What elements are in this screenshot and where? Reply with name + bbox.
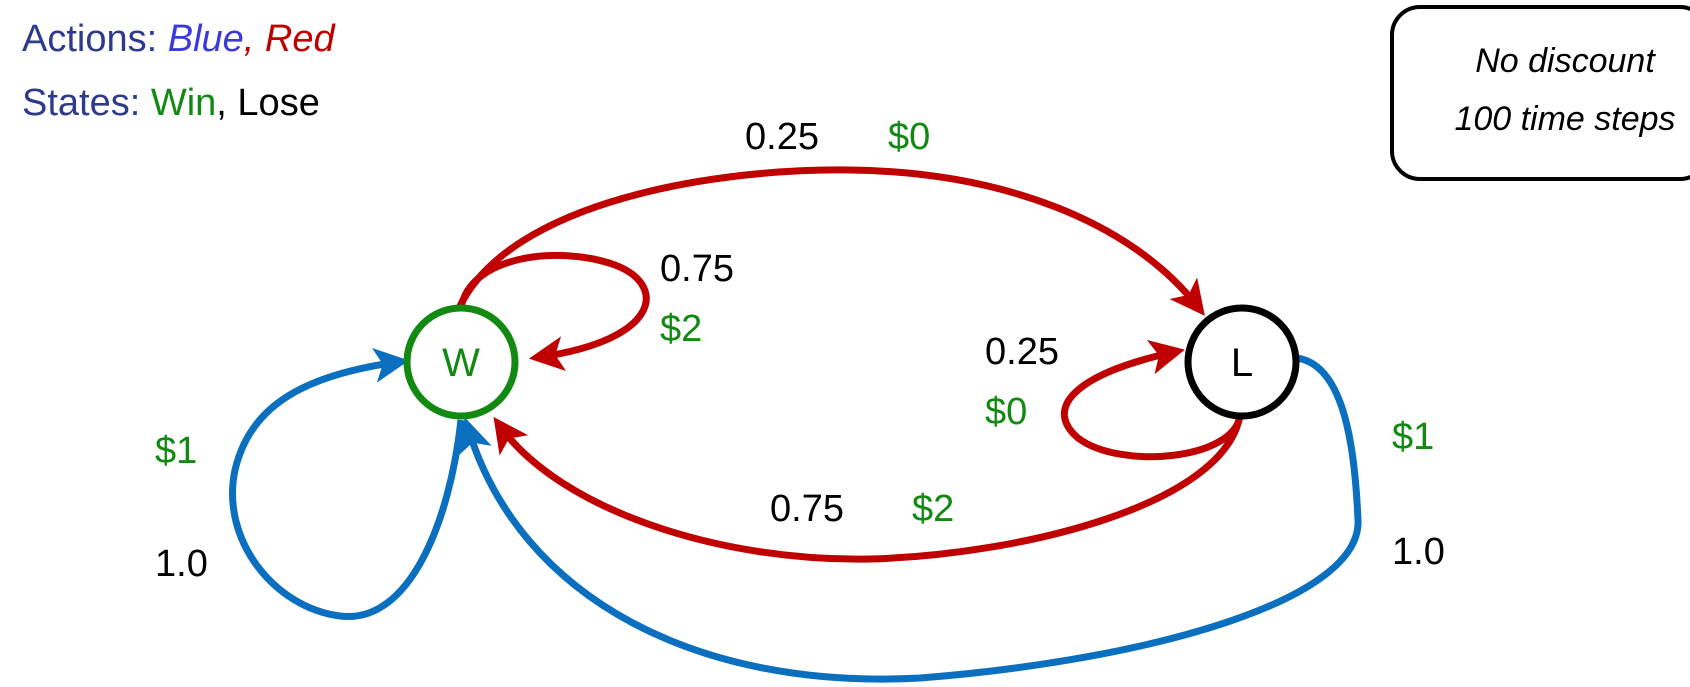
- info-discount-text: No discount: [1475, 42, 1655, 80]
- action-red-label: Red: [264, 18, 335, 60]
- red-loop-w: [457, 251, 650, 371]
- state-lose-node: L: [1184, 304, 1300, 420]
- red-arc-w-to-l: [455, 166, 1205, 316]
- action-blue-label: Blue: [167, 18, 244, 60]
- state-win-node-label: W: [442, 341, 480, 385]
- blue-w-to-w-prob: 1.0: [155, 543, 208, 585]
- blue-l-to-w-prob: 1.0: [1392, 531, 1445, 573]
- state-win-node: W: [403, 304, 519, 420]
- blue-arc-l-to-w: [458, 354, 1362, 683]
- red-w-to-l-prob: 0.25: [745, 116, 819, 158]
- blue-loop-w: [229, 347, 465, 620]
- red-l-to-l-prob: 0.25: [985, 331, 1059, 373]
- red-l-to-l-reward: $0: [985, 391, 1028, 433]
- red-l-to-w-reward: $2: [912, 488, 955, 530]
- red-w-to-w-reward: $2: [660, 308, 703, 350]
- state-lose-label: Lose: [237, 82, 320, 124]
- blue-l-to-w-reward: $1: [1392, 416, 1435, 458]
- info-box: [1390, 5, 1690, 181]
- state-separator: ,: [216, 82, 238, 124]
- states-legend: States: Win, Lose: [22, 84, 320, 122]
- state-lose-node-label: L: [1231, 341, 1253, 385]
- states-label: States:: [22, 82, 151, 124]
- red-arc-l-to-w: [493, 414, 1244, 563]
- blue-w-to-w-reward: $1: [155, 430, 198, 472]
- actions-legend: Actions: Blue, Red: [22, 20, 335, 58]
- red-l-to-w-prob: 0.75: [770, 488, 844, 530]
- actions-label: Actions:: [22, 18, 168, 60]
- red-loop-l: [1060, 340, 1244, 461]
- red-w-to-l-reward: $0: [888, 116, 931, 158]
- state-win-label: Win: [150, 82, 217, 124]
- red-w-to-w-prob: 0.75: [660, 248, 734, 290]
- info-timesteps-text: 100 time steps: [1454, 100, 1676, 138]
- action-separator: ,: [243, 18, 265, 60]
